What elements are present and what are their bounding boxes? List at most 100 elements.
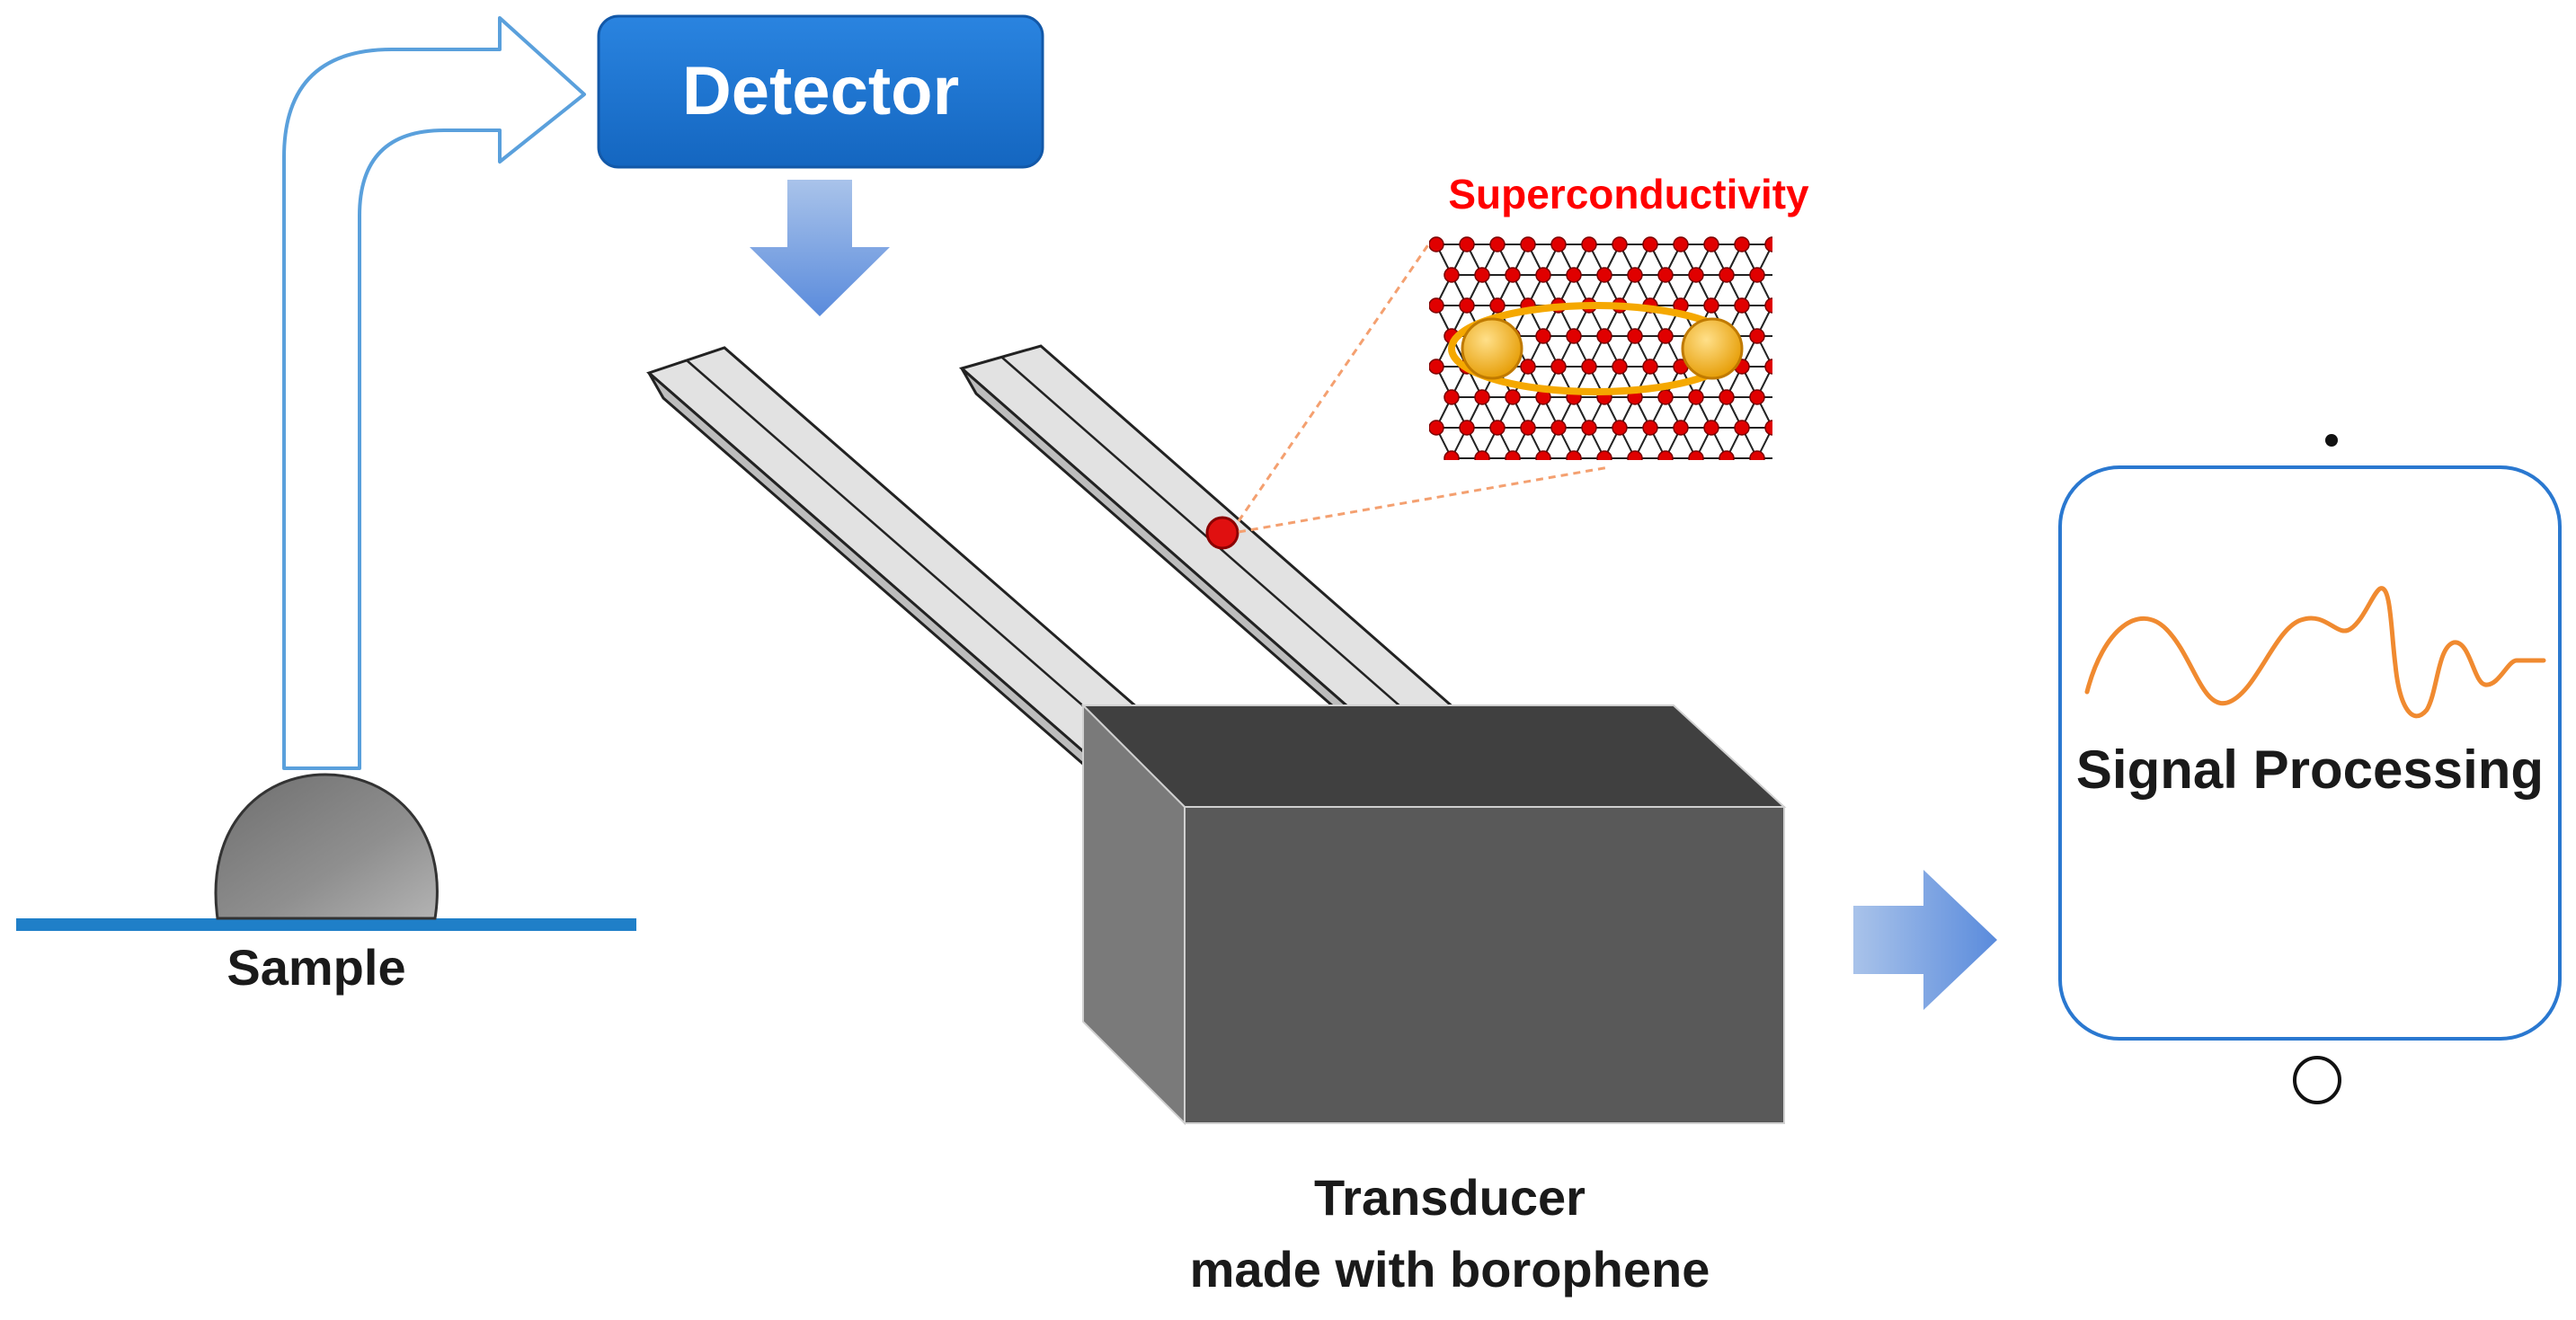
lattice-atom [1535, 450, 1551, 460]
zoom-line-bottom [1238, 465, 1610, 534]
lattice-atom [1459, 297, 1475, 314]
signal-waveform [2084, 586, 2546, 719]
lattice-atom [1566, 267, 1582, 283]
lattice-atom [1781, 390, 1795, 404]
lattice-atom [1505, 389, 1521, 405]
lattice-atom [1612, 359, 1628, 375]
transducer-top-face [1080, 704, 1787, 808]
cooper-electron-right [1681, 317, 1744, 380]
lattice-atom [1429, 359, 1444, 375]
transducer-front-face [1184, 806, 1785, 1124]
lattice-atom [1781, 329, 1795, 343]
lattice-atom [1443, 389, 1460, 405]
lattice-atom [1627, 450, 1643, 460]
lattice-atom [1550, 420, 1567, 436]
sample-to-detector-arrow [282, 16, 586, 770]
lattice-atom [1673, 236, 1689, 252]
transducer-label-line1: Transducer [1314, 1169, 1586, 1226]
lattice-bond [1772, 397, 1788, 428]
lattice-atom [1642, 236, 1658, 252]
lattice-atom [1627, 267, 1643, 283]
lattice-atom [1489, 297, 1506, 314]
lattice-atom [1612, 420, 1628, 436]
lattice-atom [1429, 236, 1444, 252]
lattice-atom [1764, 420, 1772, 436]
lattice-atom [1429, 420, 1444, 436]
lattice-atom [1734, 420, 1750, 436]
lattice-bond [1772, 244, 1788, 275]
lattice-atom [1489, 420, 1506, 436]
lattice-atom [1596, 328, 1612, 344]
lattice-atom [1520, 359, 1536, 375]
lattice-atom [1719, 450, 1735, 460]
lattice-bond [1772, 336, 1788, 367]
lattice-atom [1459, 420, 1475, 436]
lattice-atom [1535, 267, 1551, 283]
lattice-atom [1703, 420, 1719, 436]
lattice-atom [1489, 236, 1506, 252]
lattice-atom [1550, 236, 1567, 252]
lattice-atom [1505, 267, 1521, 283]
lattice-bond [1772, 306, 1788, 336]
detector-label: Detector [682, 53, 959, 129]
transducer-right-arrow [1853, 870, 1997, 1010]
transducer-label-line2: made with borophene [1190, 1241, 1710, 1298]
lattice-atom [1520, 236, 1536, 252]
lattice-atom [1657, 267, 1674, 283]
lattice-atom [1781, 268, 1795, 282]
lattice-atom [1612, 236, 1628, 252]
cooper-electron-left [1461, 317, 1523, 380]
lattice-atom [1749, 328, 1765, 344]
lattice-atom [1703, 297, 1719, 314]
signal-processing-device [2058, 465, 2562, 1041]
lattice-atom [1764, 236, 1772, 252]
detector-box [597, 14, 1044, 169]
lattice-atom [1550, 359, 1567, 375]
lattice-atom [1781, 451, 1795, 465]
lattice-atom [1474, 267, 1490, 283]
lattice-atom [1596, 450, 1612, 460]
sample-droplet [214, 773, 439, 920]
lattice-atom [1764, 297, 1772, 314]
lattice-atom [1474, 450, 1490, 460]
lattice-atom [1719, 267, 1735, 283]
device-camera-dot-icon [2325, 434, 2338, 447]
signal-processing-label: Signal Processing [2076, 740, 2544, 800]
zoom-line-top [1237, 240, 1433, 522]
lattice-atom [1566, 450, 1582, 460]
sample-label: Sample [227, 939, 405, 996]
lattice-atom [1703, 236, 1719, 252]
lattice-atom [1642, 359, 1658, 375]
lattice-atom [1657, 328, 1674, 344]
sample-stage-line [16, 918, 636, 931]
lattice-atom [1520, 420, 1536, 436]
lattice-atom [1688, 450, 1704, 460]
lattice-atom [1429, 297, 1444, 314]
lattice-atom [1459, 236, 1475, 252]
lattice-atom [1657, 450, 1674, 460]
lattice-atom [1657, 389, 1674, 405]
lattice-atom [1596, 267, 1612, 283]
lattice-atom [1627, 328, 1643, 344]
lattice-atom [1581, 420, 1597, 436]
lattice-bond [1772, 275, 1788, 306]
lattice-atom [1535, 328, 1551, 344]
lattice-atom [1443, 450, 1460, 460]
lattice-atom [1581, 236, 1597, 252]
device-home-button-circle-icon [2293, 1056, 2341, 1104]
lattice-bond [1772, 367, 1788, 397]
lattice-atom [1734, 297, 1750, 314]
superconductivity-label: Superconductivity [1448, 171, 1809, 217]
lattice-atom [1474, 389, 1490, 405]
lattice-atom [1673, 420, 1689, 436]
transducer-block [1080, 703, 1787, 1126]
lattice-bond [1772, 428, 1788, 458]
lattice-atom [1734, 236, 1750, 252]
lattice-atom [1688, 267, 1704, 283]
detector-down-arrow [750, 180, 890, 316]
lattice-atom [1749, 267, 1765, 283]
lattice-atom [1764, 359, 1772, 375]
lattice-atom [1505, 450, 1521, 460]
lattice-atom [1688, 389, 1704, 405]
